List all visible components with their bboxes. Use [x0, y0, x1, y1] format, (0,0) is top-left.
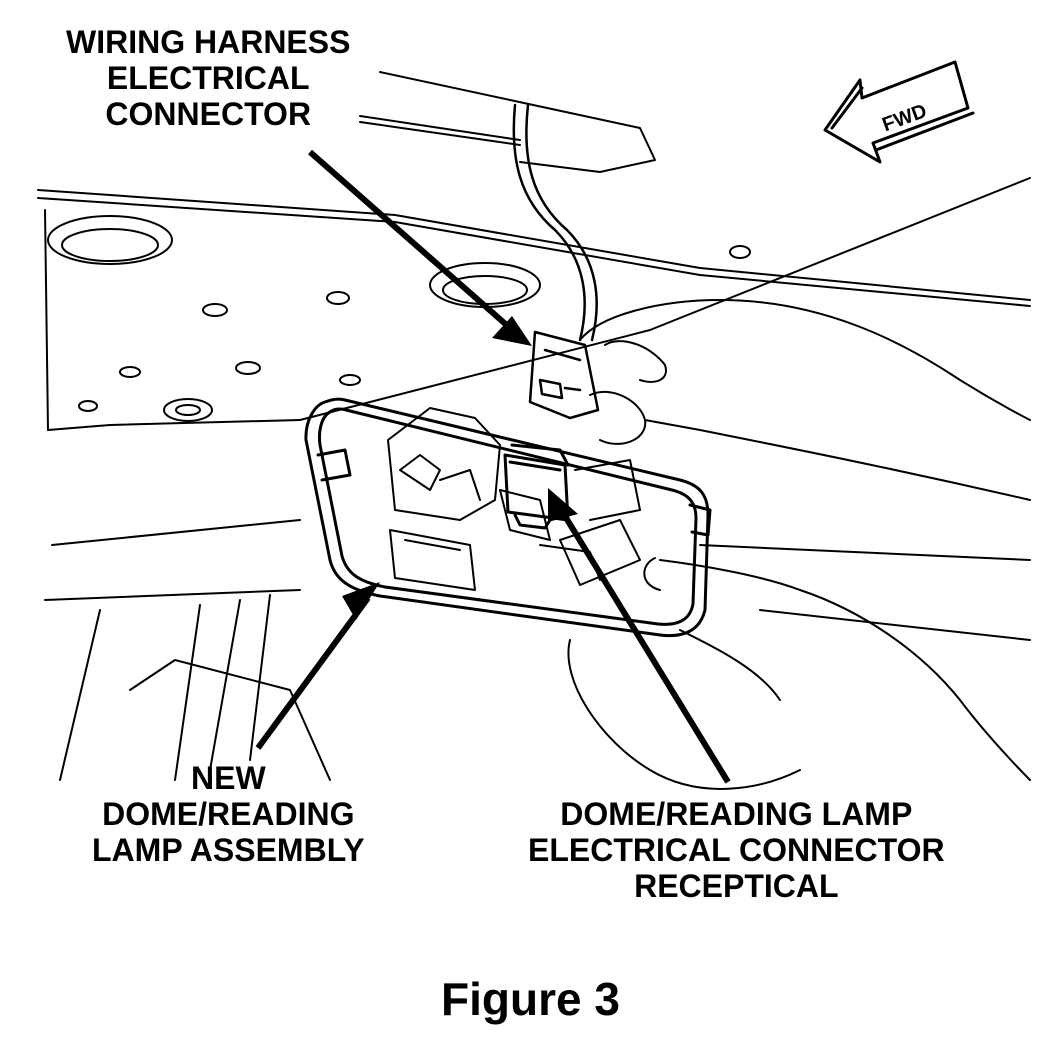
callout-line: NEW [190, 760, 266, 796]
headliner-panel [37, 71, 1031, 781]
leader-arrows [255, 149, 731, 784]
callout-line: ELECTRICAL [106, 60, 310, 96]
harness-connector [528, 330, 600, 420]
figure-caption: Figure 3 [441, 973, 620, 1025]
lower-hand [567, 557, 1031, 790]
lamp-internals [387, 407, 641, 591]
callout-line: DOME/READING LAMP [560, 796, 913, 832]
callout-lamp-connector-receptacle: DOME/READING LAMP ELECTRICAL CONNECTOR R… [528, 796, 945, 904]
upper-hand [579, 299, 1031, 501]
callout-line: CONNECTOR [105, 96, 312, 132]
lamp-assembly [304, 397, 712, 638]
leader-arrowheads [342, 316, 578, 620]
callout-line: ELECTRICAL CONNECTOR [528, 832, 945, 868]
callout-line: RECEPTICAL [634, 868, 839, 904]
wiring-harness-wires [512, 103, 598, 342]
callout-wiring-harness-connector: WIRING HARNESS ELECTRICAL CONNECTOR [66, 24, 350, 132]
forward-direction-arrow [823, 60, 975, 164]
headliner-holes [47, 215, 751, 422]
callout-line: LAMP ASSEMBLY [92, 832, 365, 868]
callout-line: DOME/READING [102, 796, 355, 832]
callout-line: WIRING HARNESS [66, 24, 351, 60]
callout-new-lamp-assembly: NEW DOME/READING LAMP ASSEMBLY [92, 760, 365, 868]
